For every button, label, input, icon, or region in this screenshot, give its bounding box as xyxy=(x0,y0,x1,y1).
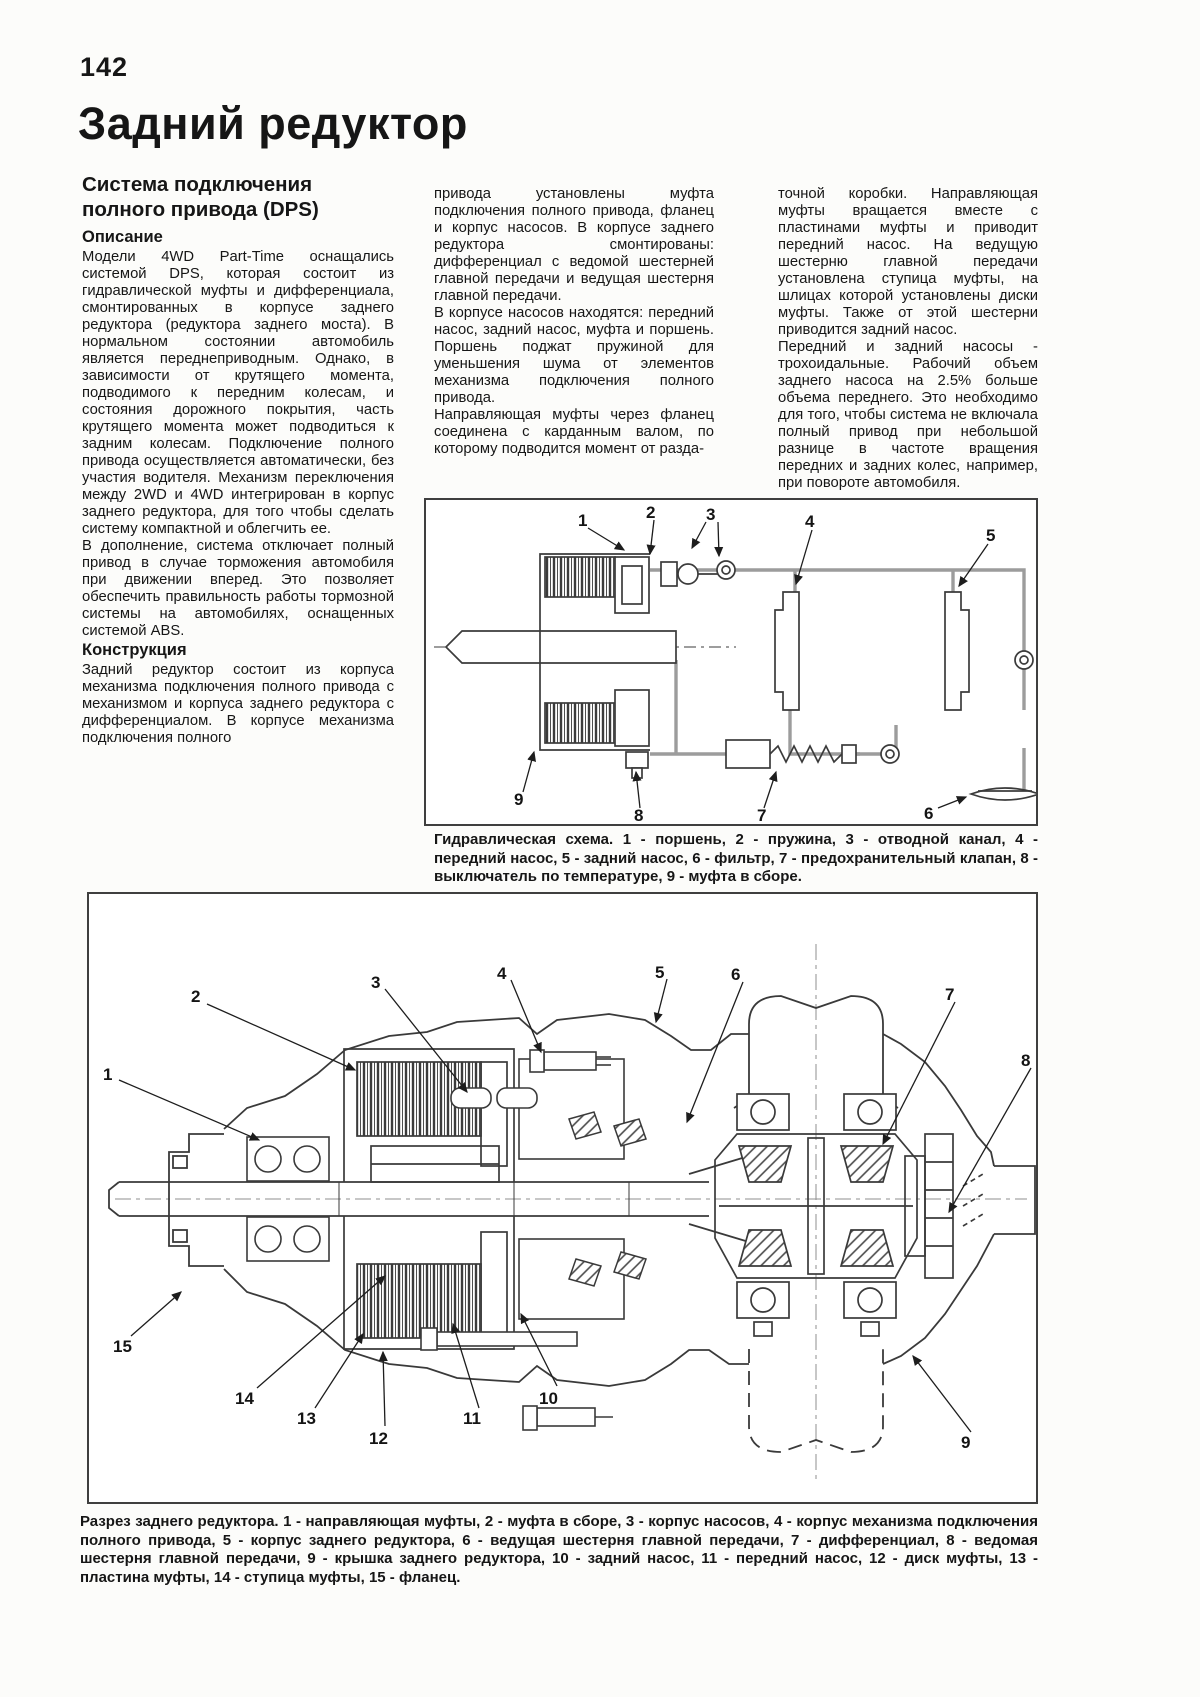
flange xyxy=(168,1133,224,1267)
callout-label-13: 13 xyxy=(297,1409,316,1428)
figure-1-frame: 1 2 3 4 5 6 7 8 9 xyxy=(424,498,1038,826)
callout-label-4: 4 xyxy=(497,964,507,983)
hydraulic-schematic-drawing: 1 2 3 4 5 6 7 8 9 xyxy=(434,503,1036,824)
callout-label-5: 5 xyxy=(655,963,664,982)
page-number: 142 xyxy=(80,52,129,82)
callout-label-9: 9 xyxy=(514,790,523,809)
callout-label-8: 8 xyxy=(634,806,643,824)
paragraph-description-2: В дополнение, система отключает полный п… xyxy=(82,538,394,639)
front-bearings xyxy=(246,1136,330,1262)
pump-and-valve-components xyxy=(625,560,1036,801)
differential-assembly xyxy=(714,1093,918,1337)
figure-1-caption: Гидравлическая схема. 1 - поршень, 2 - п… xyxy=(434,831,1038,885)
relief-valve-spring xyxy=(769,744,843,764)
temperature-switch xyxy=(625,751,649,769)
figure-1-callout-labels: 1 2 3 4 5 6 7 8 9 xyxy=(514,503,995,824)
paragraph-construction-4: Направляющая муфты через фланец соединен… xyxy=(434,407,714,457)
callout-label-3: 3 xyxy=(706,505,715,524)
text-column-2: привода установлены муфта подключения по… xyxy=(434,186,714,458)
paragraph-construction-3: В корпусе насосов находятся: передний на… xyxy=(434,305,714,406)
paragraph-construction-6: Передний и задний насосы - трохоидальные… xyxy=(778,339,1038,491)
subsection-heading-description: Описание xyxy=(82,228,163,246)
figure-2-frame: 1 2 3 4 5 6 7 8 9 10 11 12 13 14 15 xyxy=(87,892,1038,1504)
page-title: Задний редуктор xyxy=(78,98,468,149)
callout-label-15: 15 xyxy=(113,1337,132,1356)
figure-1-callouts xyxy=(522,519,989,809)
callout-label-14: 14 xyxy=(235,1389,254,1408)
callout-label-12: 12 xyxy=(369,1429,388,1448)
figure-2-callout-labels: 1 2 3 4 5 6 7 8 9 10 11 12 13 14 15 xyxy=(103,963,1030,1452)
paragraph-construction-5: точной коробки. Направляющая муфты враща… xyxy=(778,186,1038,338)
clutch-assembly xyxy=(434,553,736,751)
pinion-bearings xyxy=(568,1111,647,1287)
callout-label-3: 3 xyxy=(371,973,380,992)
text-column-1: Система подключения полного привода (DPS… xyxy=(82,172,394,747)
section-heading: Система подключения полного привода (DPS… xyxy=(82,173,319,221)
callout-label-2: 2 xyxy=(191,987,200,1006)
callout-label-6: 6 xyxy=(924,804,933,823)
figure-2-callouts xyxy=(118,978,1032,1433)
subsection-heading-construction: Конструкция xyxy=(82,641,187,659)
filter xyxy=(968,787,1036,801)
callout-label-5: 5 xyxy=(986,526,995,545)
paragraph-construction-1: Задний редуктор состоит из корпуса механ… xyxy=(82,662,394,746)
callout-label-2: 2 xyxy=(646,503,655,522)
callout-label-7: 7 xyxy=(757,806,766,824)
paragraph-construction-2: привода установлены муфта подключения по… xyxy=(434,186,714,304)
callout-label-10: 10 xyxy=(539,1389,558,1408)
output-tube-bottom xyxy=(748,1349,884,1453)
front-pump xyxy=(774,591,800,711)
centerlines xyxy=(115,944,1027,1482)
text-column-3: точной коробки. Направляющая муфты враща… xyxy=(778,186,1038,492)
callout-label-9: 9 xyxy=(961,1433,970,1452)
callout-label-8: 8 xyxy=(1021,1051,1030,1070)
rear-pump xyxy=(944,591,970,711)
callout-label-4: 4 xyxy=(805,512,815,531)
housing-outline xyxy=(223,1013,1036,1387)
callout-label-1: 1 xyxy=(578,511,587,530)
callout-label-6: 6 xyxy=(731,965,740,984)
callout-label-11: 11 xyxy=(463,1409,481,1428)
paragraph-description-1: Модели 4WD Part-Time оснащались системой… xyxy=(82,249,394,537)
figure-2-caption: Разрез заднего редуктора. 1 - направляющ… xyxy=(80,1513,1038,1586)
callout-label-7: 7 xyxy=(945,985,954,1004)
relief-valve-body xyxy=(725,739,771,769)
cross-section-drawing: 1 2 3 4 5 6 7 8 9 10 11 12 13 14 15 xyxy=(103,944,1036,1482)
callout-label-1: 1 xyxy=(103,1065,112,1084)
